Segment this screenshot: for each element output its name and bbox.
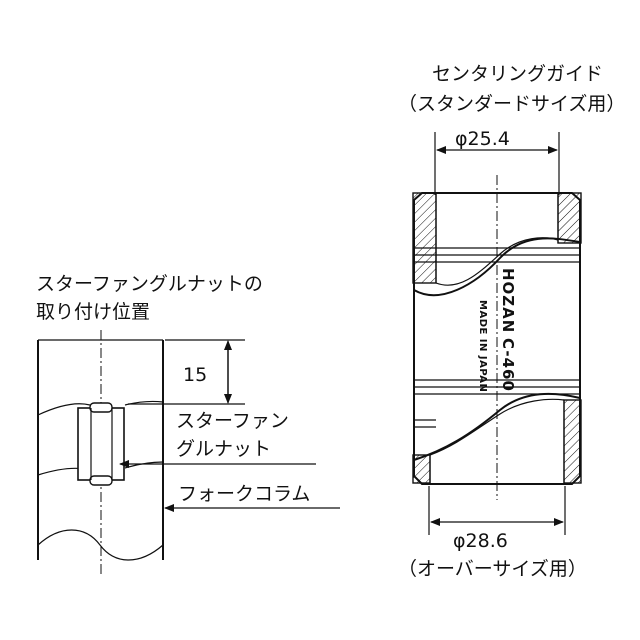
- position-label-line1: スターファングルナットの: [36, 273, 263, 295]
- centering-guide-body: [412, 175, 582, 500]
- bottom-diameter-dimension: φ28.6: [428, 486, 566, 552]
- column-label: フォークコラム: [178, 483, 310, 505]
- model-stamp: C-460: [499, 338, 517, 392]
- top-diameter-value: φ25.4: [455, 128, 510, 150]
- dimension-15: 15: [128, 339, 245, 405]
- top-diameter-dimension: φ25.4: [434, 128, 560, 195]
- guide-subtitle: （スタンダードサイズ用）: [398, 93, 625, 115]
- position-label-line2: 取り付け位置: [36, 301, 150, 323]
- nut-label-line2: グルナット: [176, 438, 271, 460]
- nut-label-line1: スターファン: [176, 410, 289, 432]
- fork-column-drawing: [37, 330, 164, 575]
- dimension-value: 15: [183, 364, 207, 386]
- column-break-line: [37, 529, 164, 561]
- star-fangle-nut-icon: [77, 407, 125, 481]
- guide-title: センタリングガイド: [432, 63, 603, 85]
- brand-stamp: HOZAN: [499, 268, 517, 333]
- bottom-diameter-value: φ28.6: [453, 530, 508, 552]
- made-in-stamp: MADE IN JAPAN: [477, 300, 488, 392]
- bottom-note: （オーバーサイズ用）: [398, 558, 587, 580]
